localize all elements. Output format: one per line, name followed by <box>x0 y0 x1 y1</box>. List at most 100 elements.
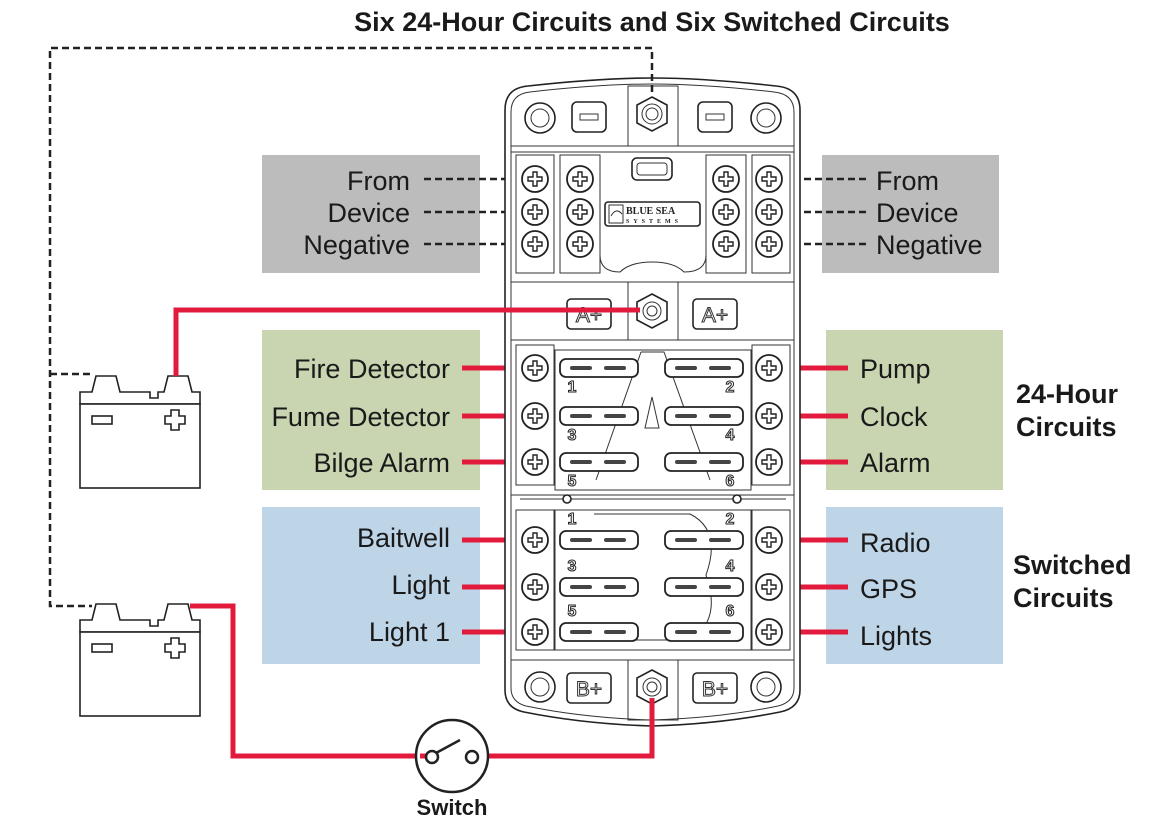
negative-terminal-screw[interactable] <box>712 165 740 193</box>
switch-label: Switch <box>417 795 488 820</box>
battery-24h <box>79 375 201 489</box>
circuit-label: Alarm <box>860 448 931 478</box>
fuse-block-inner-rim <box>510 83 795 721</box>
circuit-terminal-screw[interactable] <box>521 354 549 382</box>
fuse-slot[interactable] <box>664 406 744 426</box>
fuse-number: 6 <box>726 603 735 620</box>
fuse-block: BLUE SEA SYSTEMS A+ A+ <box>504 77 801 727</box>
circuit-label: Light <box>391 570 450 600</box>
switch-contact-icon <box>464 749 480 765</box>
circuit-terminal-screw[interactable] <box>755 354 783 382</box>
circuit-label: Pump <box>860 354 931 384</box>
battery-positive-icon <box>164 409 186 431</box>
fuse-slot[interactable] <box>664 452 744 472</box>
negative-terminal-screw[interactable] <box>566 165 594 193</box>
negative-label-line: From <box>876 166 939 196</box>
fuse-number: 1 <box>568 511 577 528</box>
fuse-number: 4 <box>726 427 735 444</box>
negative-label-left: From Device Negative <box>303 166 410 260</box>
mount-hole-icon <box>750 671 782 703</box>
group-label-24h-line1: 24-Hour <box>1016 379 1119 409</box>
circuits-switched-box-right <box>826 507 1003 664</box>
fuse-slot[interactable] <box>664 530 744 550</box>
bus-b-text: B+ <box>576 678 602 701</box>
negative-wires-left <box>424 177 518 246</box>
battery-switched <box>79 603 201 717</box>
circuit-label: Clock <box>860 402 928 432</box>
fuse-number: 5 <box>568 603 577 620</box>
circuit-terminal-screw[interactable] <box>755 618 783 646</box>
circuit-terminal-screw[interactable] <box>755 448 783 476</box>
circuit-terminal-screw[interactable] <box>755 526 783 554</box>
fuse-slot[interactable] <box>664 622 744 642</box>
negative-terminal-screw[interactable] <box>755 230 783 258</box>
circuit-terminal-screw[interactable] <box>521 402 549 430</box>
circuit-terminal-screw[interactable] <box>521 573 549 601</box>
circuit-label: Baitwell <box>357 523 450 553</box>
negative-terminal-screw[interactable] <box>755 165 783 193</box>
circuit-label: GPS <box>860 574 917 604</box>
negative-terminal-screw[interactable] <box>712 230 740 258</box>
negative-terminal-screw[interactable] <box>566 230 594 258</box>
circuit-terminal-screw[interactable] <box>521 448 549 476</box>
circuit-label: Radio <box>860 528 931 558</box>
fuse-slot[interactable] <box>559 622 639 642</box>
circuits-24h-left-labels: Fire Detector Fume Detector Bilge Alarm <box>271 354 450 478</box>
indicator-window <box>631 157 673 181</box>
negative-terminal-screw[interactable] <box>566 198 594 226</box>
wire-battery2-to-switch <box>190 603 420 759</box>
fuse-slot[interactable] <box>559 452 639 472</box>
wire-switch-to-bus-b <box>484 698 655 759</box>
negative-terminal-screw[interactable] <box>521 198 549 226</box>
group-label-switched-line2: Circuits <box>1013 583 1114 613</box>
bus-a-text: A+ <box>576 304 602 327</box>
bus-a-label-right: A+ <box>692 298 738 330</box>
battery-positive-icon <box>164 637 186 659</box>
fuse-slot[interactable] <box>559 406 639 426</box>
circuits-24h-right-labels: Pump Clock Alarm <box>860 354 931 478</box>
negative-terminal-screw[interactable] <box>521 165 549 193</box>
circuits-24h-box-left <box>262 330 480 490</box>
switch[interactable] <box>414 718 490 794</box>
bus-a-stud-nut-icon <box>636 293 668 329</box>
negative-terminal-screw[interactable] <box>521 230 549 258</box>
circuit-label: Lights <box>860 621 932 651</box>
fuse-number: 2 <box>726 379 735 396</box>
circuit-terminal-screw[interactable] <box>521 618 549 646</box>
mount-hole-icon <box>524 102 556 134</box>
group-label-24h-line2: Circuits <box>1016 412 1117 442</box>
fuse-number: 1 <box>568 379 577 396</box>
negative-label-line: Negative <box>303 230 410 260</box>
fuse-slot[interactable] <box>664 577 744 597</box>
brand-line1: BLUE SEA <box>626 206 676 217</box>
brand-logo: BLUE SEA SYSTEMS <box>604 201 701 227</box>
negative-marker-icon <box>571 101 607 133</box>
circuit-terminal-screw[interactable] <box>521 526 549 554</box>
battery-top <box>79 603 201 633</box>
switch-body[interactable] <box>414 718 490 794</box>
negative-terminal-screw[interactable] <box>755 198 783 226</box>
battery-top <box>79 375 201 405</box>
switch-lever-icon <box>435 738 461 755</box>
circuits-switched-box-left <box>262 507 480 664</box>
fuse-slot[interactable] <box>664 358 744 378</box>
negative-marker-icon <box>697 101 733 133</box>
fuse-number: 4 <box>726 558 735 575</box>
circuit-terminal-screw[interactable] <box>755 573 783 601</box>
mount-hole-icon <box>750 102 782 134</box>
circuits-24h-box-right <box>826 330 1003 490</box>
circuit-terminal-screw[interactable] <box>755 402 783 430</box>
fuse-slot[interactable] <box>559 530 639 550</box>
negative-terminal-screw[interactable] <box>712 198 740 226</box>
fuse-number: 2 <box>726 511 735 528</box>
fuse-slot[interactable] <box>559 358 639 378</box>
bus-b-label-left: B+ <box>566 672 612 704</box>
group-label-switched-line1: Switched <box>1013 550 1132 580</box>
negative-label-line: Device <box>876 198 959 228</box>
fuse-slot[interactable] <box>559 577 639 597</box>
negative-label-right: From Device Negative <box>876 166 983 260</box>
switch-contact-icon <box>424 749 440 765</box>
negative-stud-nut-icon <box>636 96 668 132</box>
fuse-number: 5 <box>568 473 577 490</box>
negative-label-line: From <box>347 166 410 196</box>
